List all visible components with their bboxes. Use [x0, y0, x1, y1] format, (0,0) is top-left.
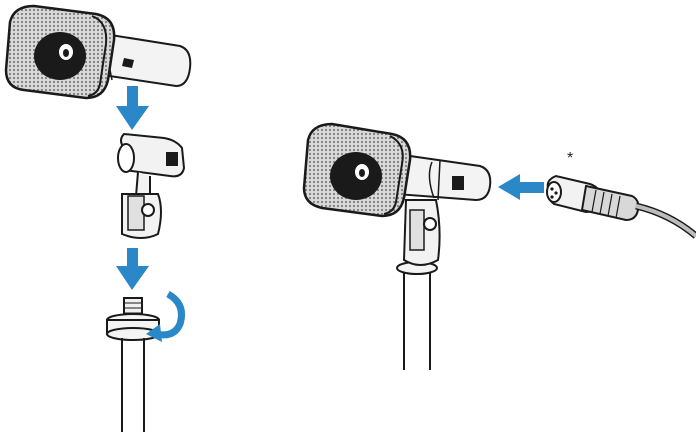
microphone-icon	[302, 122, 492, 218]
arrow-down-icon	[116, 86, 149, 130]
arrow-left-icon	[498, 174, 544, 200]
microphone-icon	[4, 4, 192, 100]
stand-pole-icon	[396, 261, 438, 370]
xlr-connector-icon	[546, 174, 640, 222]
cable-icon	[635, 202, 696, 239]
mic-clip-icon	[402, 199, 441, 266]
mic-clip-icon	[117, 132, 186, 239]
stand-pole-icon	[121, 338, 145, 432]
stand-thread-icon	[106, 297, 160, 341]
footnote-asterisk: *	[567, 150, 574, 167]
arrow-down-icon	[116, 248, 149, 290]
rotate-arrow-icon	[146, 290, 185, 342]
